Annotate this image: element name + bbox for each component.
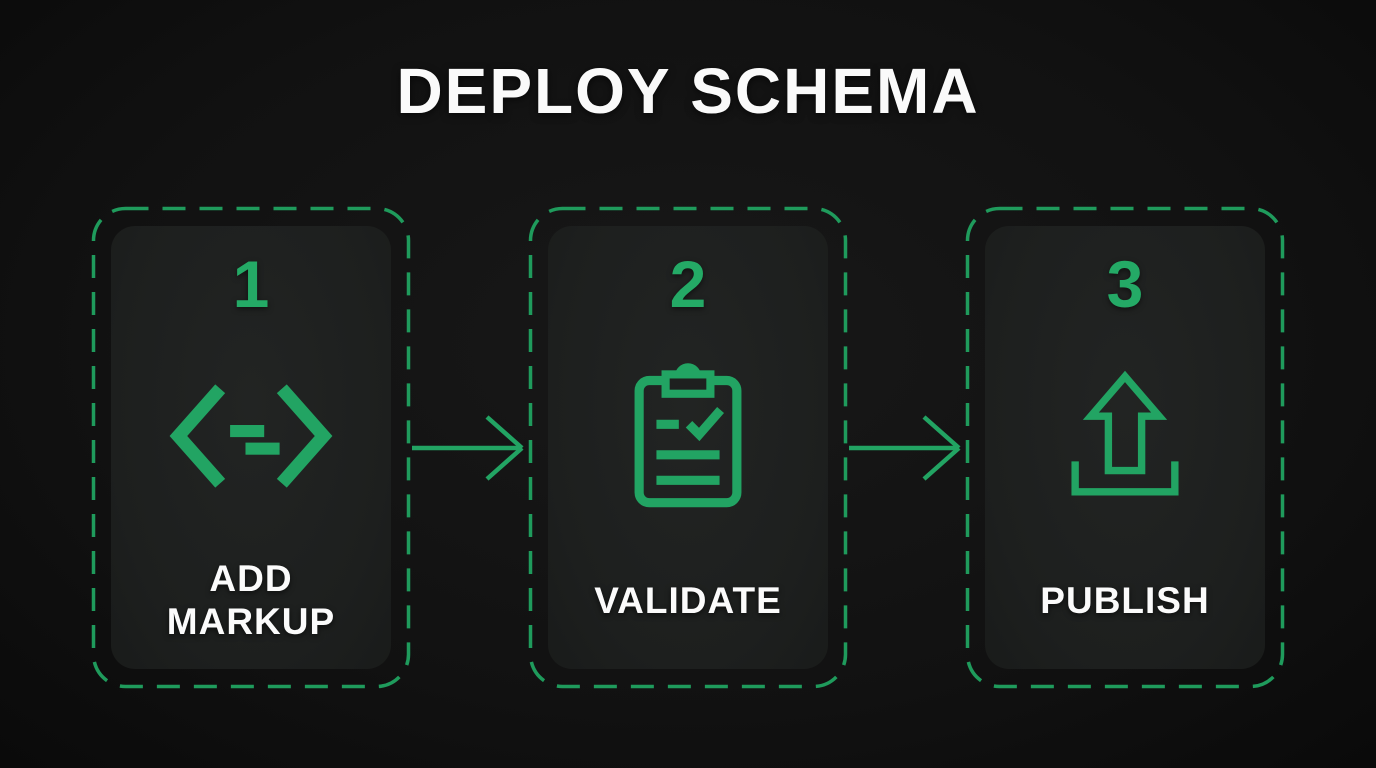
upload-icon [1071, 370, 1179, 496]
arrow-right-icon [849, 414, 961, 481]
step-number: 3 [1106, 247, 1144, 321]
step-label: VALIDATE [594, 579, 782, 621]
step-number: 2 [669, 247, 707, 321]
step-number: 1 [232, 247, 270, 321]
card-panel: 3 PUBLISH [985, 226, 1265, 669]
checklist-icon [634, 363, 742, 508]
dashed-border [91, 206, 411, 689]
card-panel: 1 ADD MARKUP [111, 226, 391, 669]
process-flow: 1 ADD MARKUP [0, 206, 1376, 689]
dashed-border [528, 206, 848, 689]
step-card-publish: 3 PUBLISH [965, 206, 1285, 689]
step-label: PUBLISH [1040, 579, 1210, 621]
arrow-right-icon [412, 414, 524, 481]
connector-1 [411, 400, 528, 496]
dashed-border [965, 206, 1285, 689]
card-panel: 2 VALIDATE [548, 226, 828, 669]
step-label: ADD MARKUP [166, 558, 336, 642]
header: DEPLOY SCHEMA [0, 0, 1376, 126]
page-title: DEPLOY SCHEMA [396, 55, 980, 127]
step-card-add-markup: 1 ADD MARKUP [91, 206, 411, 689]
connector-2 [848, 400, 965, 496]
step-card-validate: 2 VALIDATE [528, 206, 848, 689]
code-icon [169, 384, 333, 488]
